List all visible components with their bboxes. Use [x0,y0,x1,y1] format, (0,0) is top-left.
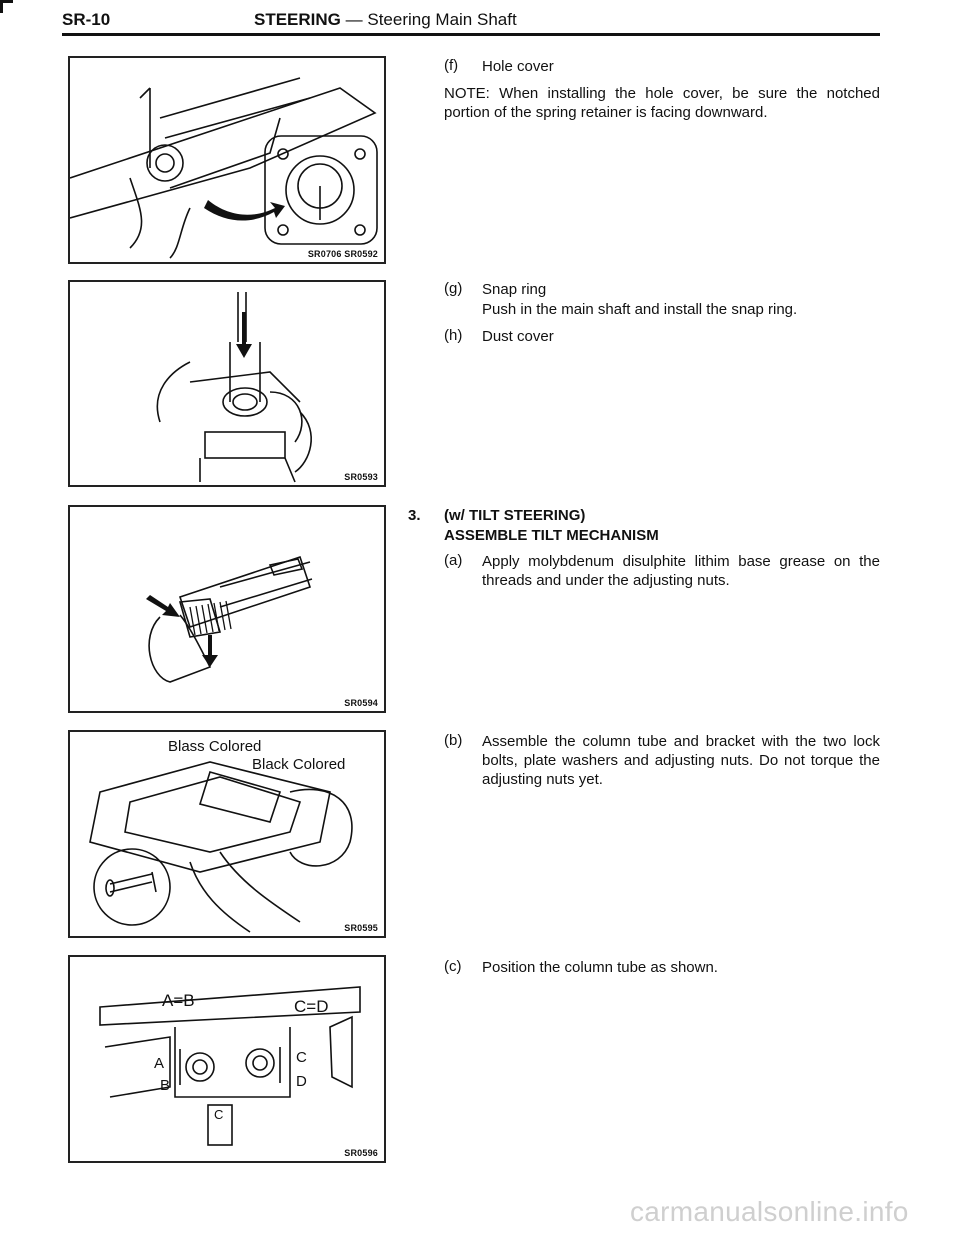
c-equals-d-label: C=D [294,997,329,1016]
step-f-title: Hole cover [482,58,554,75]
step-g-title: Snap ring [482,281,547,298]
figure-grease: SR0594 [68,505,386,713]
step-c-letter: (c) [444,958,462,975]
label-b: B [160,1077,171,1094]
header-rule [62,33,880,36]
grease-illustration [146,555,313,683]
page-code: SR-10 [62,10,111,29]
column-position-illustration [99,986,361,1146]
step-g-text: Push in the main shaft and install the s… [482,301,798,318]
step-a-text: Apply molybdenum disulphite lithim base … [482,553,880,589]
step-3-line2: ASSEMBLE TILT MECHANISM [444,527,659,544]
corner-mark [0,0,13,13]
step-b-letter: (b) [444,732,463,749]
figure-id: SR0594 [344,698,378,708]
step-f-note: NOTE: When installing the hole cover, be… [444,85,880,121]
column-assembly-illustration [89,761,353,933]
figure-id: SR0593 [344,472,378,482]
figure-hole-cover: SR0706 SR0592 [68,56,386,264]
section-subtitle: — Steering Main Shaft [345,10,517,29]
step-a-letter: (a) [444,552,463,569]
label-a: A [154,1055,165,1072]
figure-column-position: A=B C=D A B C D C SR0596 [68,955,386,1163]
figure-id: SR0706 SR0592 [307,249,378,259]
step-c-text: Position the column tube as shown. [482,959,718,976]
a-equals-b-label: A=B [162,991,195,1010]
label-c-gauge: C [214,1107,224,1122]
figure-column-assembly: Blass Colored Black Colored SR0595 [68,730,386,938]
step-3-number: 3. [408,507,421,524]
step-h-title: Dust cover [482,328,554,345]
label-c: C [296,1049,307,1066]
step-3-line1: (w/ TILT STEERING) [444,507,586,524]
black-colored-label: Black Colored [252,756,346,773]
step-g-letter: (g) [444,280,463,297]
figure-snap-ring: SR0593 [68,280,386,487]
page-title: STEERING — Steering Main Shaft [254,10,517,30]
step-h-letter: (h) [444,327,463,344]
watermark: carmanualsonline.info [630,1196,909,1227]
snap-ring-illustration [156,292,312,483]
step-f-letter: (f) [444,57,459,74]
blass-colored-label: Blass Colored [168,738,262,755]
label-d: D [296,1073,307,1090]
hole-cover-illustration [70,77,378,259]
figure-id: SR0595 [344,923,378,933]
step-b-text: Assemble the column tube and bracket wit… [482,733,880,788]
figure-id: SR0596 [344,1148,378,1158]
section-title: STEERING [254,10,341,29]
